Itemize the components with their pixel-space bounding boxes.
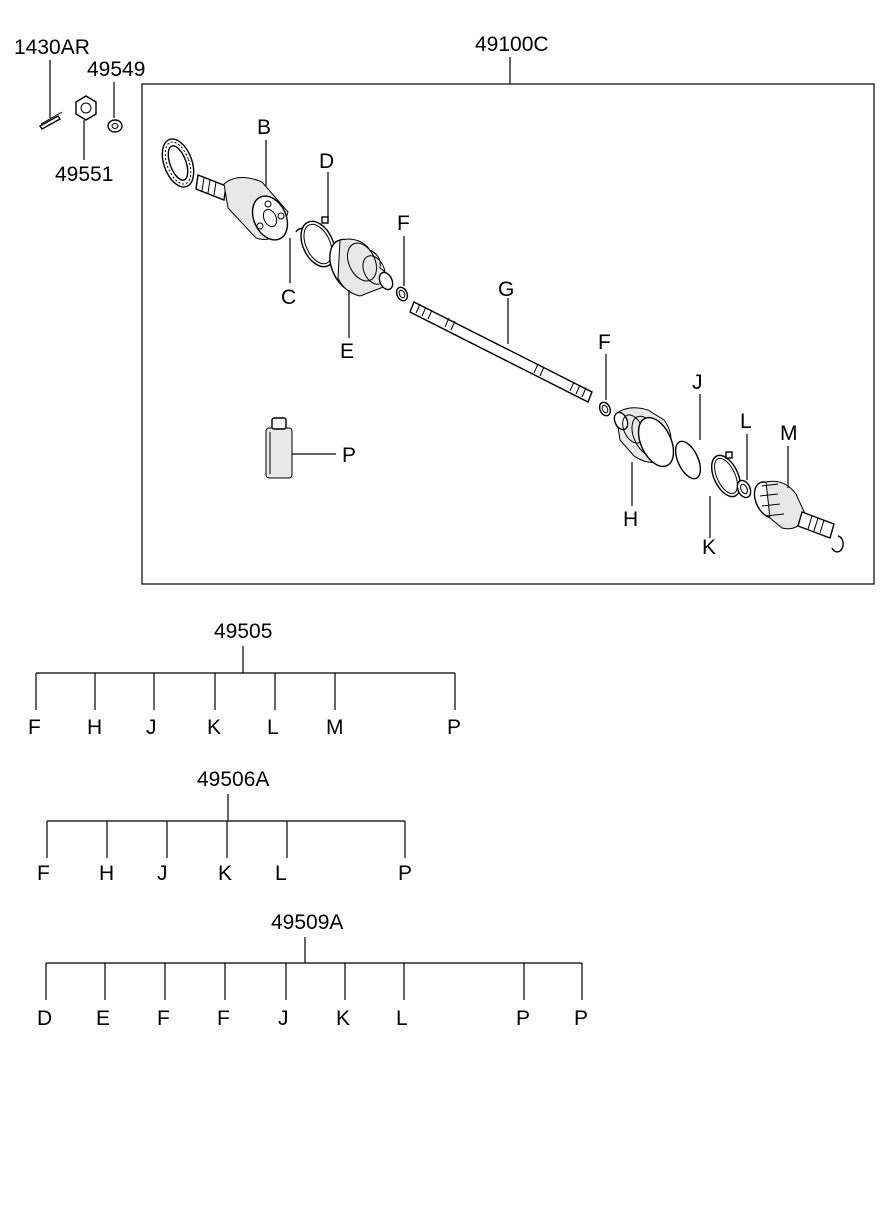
callout-j: J	[692, 371, 703, 394]
kit-item: H	[99, 862, 114, 885]
kit-49506a-tree: 49506A F H J K L P	[37, 768, 412, 885]
callout-b: B	[257, 116, 271, 139]
bolt-part-number: 1430AR	[14, 36, 90, 59]
kit-item: L	[275, 862, 287, 885]
callout-d: D	[319, 150, 334, 173]
kit-item: F	[217, 1007, 230, 1030]
hub-nut-icon	[75, 95, 97, 121]
kit-number: 49509A	[271, 911, 343, 934]
kit-number: 49506A	[197, 768, 269, 791]
drive-shaft-g-icon	[409, 301, 593, 403]
cotter-pin-icon	[38, 111, 63, 130]
kit-number: 49505	[214, 620, 272, 643]
kit-item: K	[336, 1007, 350, 1030]
washer-part-number: 49549	[87, 58, 145, 81]
callout-l: L	[740, 410, 752, 433]
kit-item: K	[207, 716, 221, 739]
assembly-part-number: 49100C	[475, 33, 549, 56]
kit-49505-tree: 49505 F H J K L M P	[28, 620, 461, 739]
kit-item: E	[96, 1007, 110, 1030]
kit-item: P	[574, 1007, 588, 1030]
kit-item: L	[267, 716, 279, 739]
kit-item: D	[37, 1007, 52, 1030]
assembly-group: 49100C B C	[141, 33, 875, 585]
boot-h-icon	[613, 407, 675, 468]
assembly-frame	[141, 83, 875, 585]
kit-item: J	[278, 1007, 289, 1030]
callout-g: G	[498, 278, 514, 301]
tone-ring-icon	[161, 138, 195, 188]
circlip-icon	[831, 535, 844, 553]
kit-item: P	[516, 1007, 530, 1030]
kit-item: P	[447, 716, 461, 739]
kit-49509a-tree: 49509A D E F F J K L P P	[37, 911, 588, 1030]
grease-tube-p-icon	[265, 417, 293, 479]
nut-part-number: 49551	[55, 163, 113, 186]
kit-item: J	[157, 862, 168, 885]
kit-item: L	[396, 1007, 408, 1030]
kit-item: K	[218, 862, 232, 885]
callout-f-right: F	[598, 331, 611, 354]
ring-f-left-icon	[395, 286, 409, 302]
kit-item: M	[326, 716, 344, 739]
kit-item: F	[157, 1007, 170, 1030]
inner-cv-joint-m-icon	[753, 480, 835, 539]
kit-item: P	[398, 862, 412, 885]
snap-ring-l-icon	[736, 479, 752, 499]
callout-c: C	[281, 286, 296, 309]
band-clamp-d-icon	[300, 216, 336, 268]
callout-m: M	[780, 422, 798, 445]
clamp-ring-j-icon	[674, 440, 702, 480]
callout-p: P	[342, 444, 356, 467]
outer-cv-joint-icon	[195, 174, 289, 241]
kit-item: F	[28, 716, 41, 739]
band-clamp-k-icon	[710, 451, 742, 498]
callout-h: H	[623, 508, 638, 531]
kit-item: F	[37, 862, 50, 885]
hardware-group: 1430AR 49549 49551	[14, 36, 145, 186]
kit-item: J	[146, 716, 157, 739]
callout-k: K	[702, 536, 716, 559]
washer-icon	[107, 119, 123, 133]
ring-f-right-icon	[598, 401, 612, 417]
boot-e-icon	[329, 238, 394, 297]
kit-item: H	[87, 716, 102, 739]
callout-e: E	[340, 340, 354, 363]
callout-f-left: F	[397, 212, 410, 235]
